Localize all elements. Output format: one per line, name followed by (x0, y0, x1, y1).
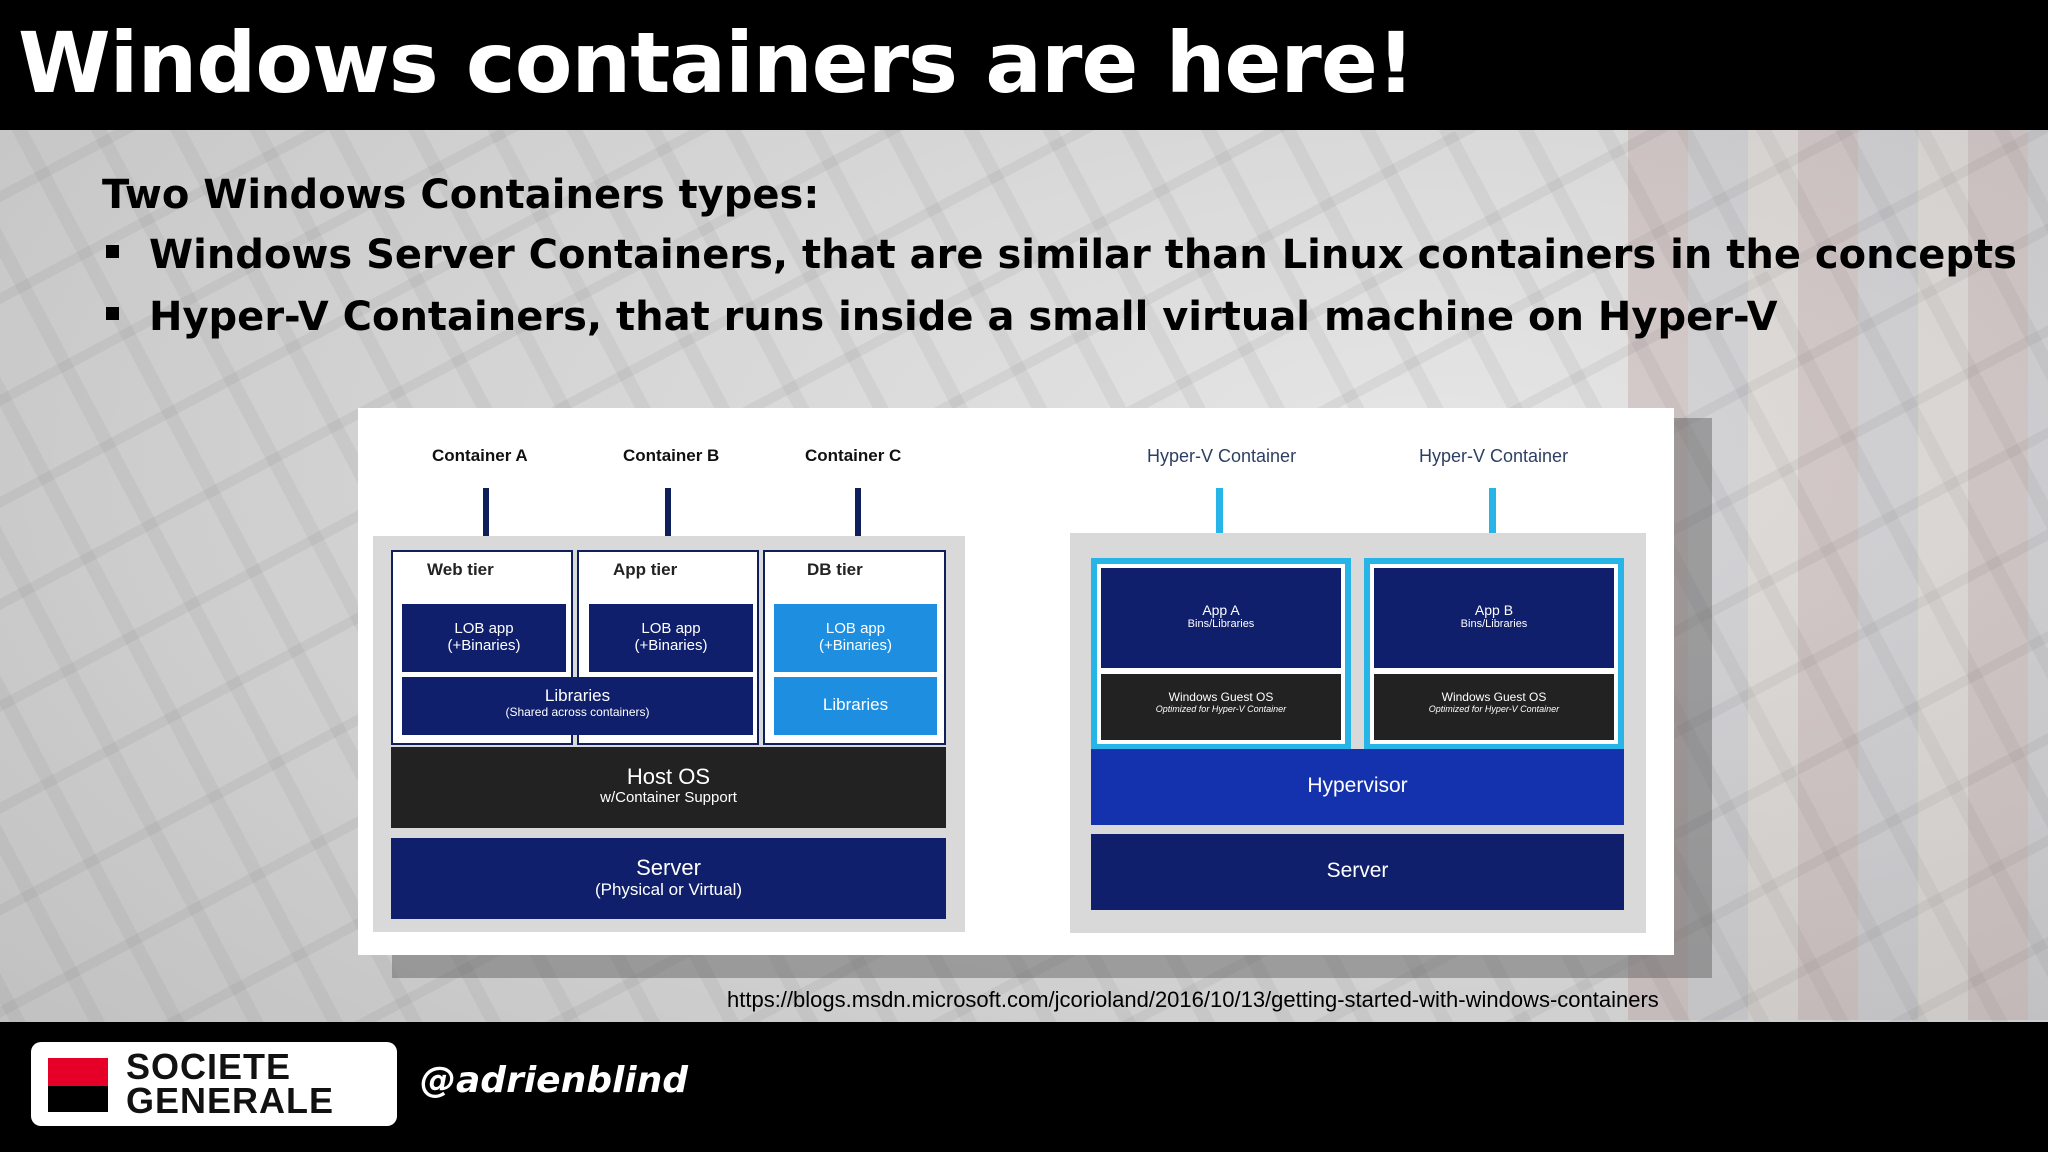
hyperv-container-label: Hyper-V Container (1147, 446, 1297, 466)
server-label: Server (1326, 859, 1389, 882)
guest-os-box-b: Windows Guest OS Optimized for Hyper-V C… (1374, 674, 1614, 740)
libraries-sublabel: (Shared across containers) (505, 705, 650, 719)
lob-app-label: LOB app (825, 620, 886, 637)
hypervisor-label: Hypervisor (1307, 774, 1408, 797)
guest-os-sublabel: Optimized for Hyper-V Container (1428, 704, 1560, 714)
web-tier-label: Web tier (427, 560, 494, 579)
bullet-item: Windows Server Containers, that are simi… (106, 232, 2017, 278)
logo-line-2: GENERALE (126, 1080, 335, 1121)
hypervisor-box: Hypervisor (1091, 749, 1624, 825)
container-c-label: Container C (805, 446, 902, 465)
intro-text: Two Windows Containers types: (102, 172, 820, 218)
db-tier-label: DB tier (807, 560, 863, 579)
container-a-label: Container A (432, 446, 528, 465)
bullet-item: Hyper-V Containers, that runs inside a s… (106, 294, 1778, 340)
background-containers (1628, 130, 2048, 1020)
guest-os-label: Windows Guest OS (1168, 690, 1274, 704)
connector-line (855, 488, 861, 558)
bullet-icon (106, 306, 119, 320)
guest-os-label: Windows Guest OS (1441, 690, 1547, 704)
bullet-text: Hyper-V Containers, that runs inside a s… (149, 294, 1778, 340)
bins-label: Bins/Libraries (1187, 618, 1255, 630)
app-b-box: App B Bins/Libraries (1374, 568, 1614, 668)
server-box-left: Server (Physical or Virtual) (391, 838, 946, 919)
lob-app-db: LOB app (+Binaries) (774, 604, 937, 672)
app-a-box: App A Bins/Libraries (1101, 568, 1341, 668)
connector-line (1489, 488, 1496, 540)
db-libraries-box: Libraries (774, 677, 937, 735)
app-label: App A (1202, 602, 1240, 618)
binaries-label: (+Binaries) (634, 637, 708, 654)
lob-app-label: LOB app (641, 620, 701, 637)
slide-title: Windows containers are here! (18, 14, 1415, 112)
lob-app-app: LOB app (+Binaries) (589, 604, 753, 672)
hyperv-container-label: Hyper-V Container (1419, 446, 1569, 466)
guest-os-box-a: Windows Guest OS Optimized for Hyper-V C… (1101, 674, 1341, 740)
bullet-icon (106, 244, 119, 258)
author-handle: @adrienblind (420, 1060, 689, 1101)
server-label: Server (636, 855, 701, 880)
connector-line (483, 488, 489, 558)
logo-mark-black (48, 1086, 108, 1112)
app-label: App B (1474, 602, 1514, 618)
lob-app-label: LOB app (454, 620, 514, 637)
title-bar: Windows containers are here! (0, 0, 2048, 130)
logo-wordmark: SOCIETE GENERALE (126, 1046, 335, 1121)
server-box-right: Server (1091, 834, 1624, 910)
guest-os-sublabel: Optimized for Hyper-V Container (1155, 704, 1287, 714)
libraries-label: Libraries (544, 686, 611, 705)
libraries-label: Libraries (822, 695, 889, 714)
source-link[interactable]: https://blogs.msdn.microsoft.com/jcoriol… (727, 987, 1659, 1012)
host-os-box: Host OS w/Container Support (391, 747, 946, 828)
app-tier-label: App tier (613, 560, 678, 579)
bins-label: Bins/Libraries (1460, 618, 1528, 630)
bullet-text: Windows Server Containers, that are simi… (149, 232, 2017, 278)
binaries-label: (+Binaries) (447, 637, 521, 654)
host-os-sublabel: w/Container Support (600, 789, 737, 806)
host-os-label: Host OS (626, 764, 711, 789)
binaries-label: (+Binaries) (819, 637, 892, 654)
container-b-label: Container B (623, 446, 720, 465)
logo-line-1: SOCIETE (126, 1046, 292, 1087)
diagram-panel: Container A Container B Container C Web … (358, 408, 1674, 955)
server-sublabel: (Physical or Virtual) (594, 880, 743, 899)
shared-libraries-box: Libraries (Shared across containers) (402, 677, 753, 735)
connector-line (1216, 488, 1223, 540)
logo-mark-red (48, 1058, 108, 1086)
lob-app-web: LOB app (+Binaries) (402, 604, 566, 672)
connector-line (665, 488, 671, 558)
